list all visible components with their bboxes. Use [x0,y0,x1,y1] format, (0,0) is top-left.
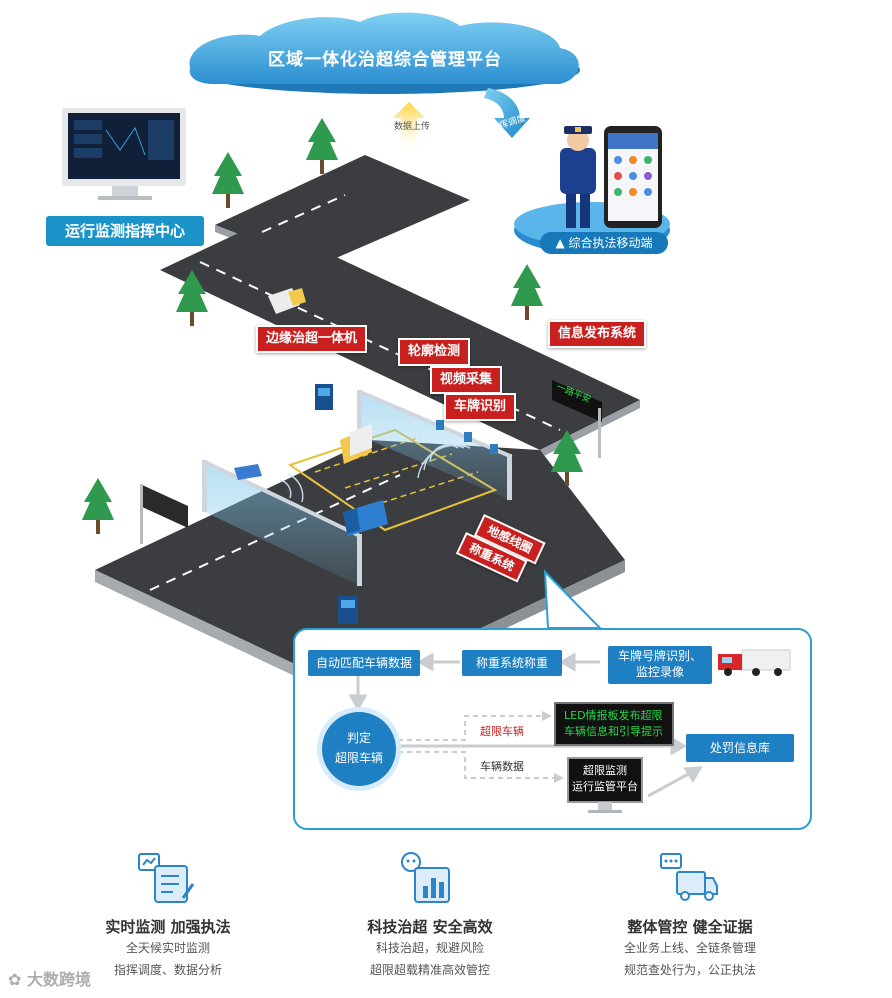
auto-match-step: 自动匹配车辆数据 [308,650,420,676]
feature-title: 科技治超 安全高效 [367,918,493,936]
checklist-icon [48,850,288,910]
led-sign [552,380,602,458]
led-release-panel: LED情报板发布超限 车辆信息和引导提示 [554,702,674,746]
feature-line: 规范查处行为，公正执法 [623,963,756,977]
feature-line: 指挥调度、数据分析 [113,963,222,977]
billboard [140,484,188,544]
feature-line: 全天候实时监测 [125,941,210,955]
watermark-text: 大数跨境 [26,970,91,989]
monitor-line2: 运行监管平台 [572,780,638,793]
sensor-waves [279,444,471,503]
truck-blue [343,500,388,536]
trees [82,118,583,534]
tag-video: 视频采集 [430,366,503,394]
vehicle-data-label: 车辆数据 [480,760,524,773]
feature-title: 实时监测 加强执法 [105,918,231,936]
weigh-step: 称重系统称重 [462,650,562,676]
truck-white [268,288,306,314]
feature-tech: 科技治超 安全高效 科技治超，规避风险 超限超载精准高效管控 [310,850,550,981]
feature-realtime: 实时监测 加强执法 全天候实时监测 指挥调度、数据分析 [48,850,288,981]
truck-icon [570,850,810,910]
feature-control: 整体管控 健全证据 全业务上线、全链条管理 规范查处行为，公正执法 [570,850,810,981]
judge-line1: 判定 [346,731,371,745]
mobile-label-text: 综合执法移动端 [568,236,653,250]
roadside-cabinet [338,596,358,624]
car-blue [234,464,262,480]
command-center-label: 运行监测指挥中心 [46,216,204,246]
command-monitor [62,108,186,200]
tag-contour: 轮廓检测 [398,338,471,366]
led-line2: 车辆信息和引导提示 [564,725,663,738]
monitor-platform-text: 超限监测 运行监管平台 [570,763,640,795]
led-line1: LED情报板发布超限 [564,709,663,722]
watermark: ✿ 大数跨境 [8,970,91,989]
tag-info-release: 信息发布系统 [548,320,647,348]
tag-edge-machine: 边缘治超一体机 [256,325,368,353]
plate-capture-line1: 车牌号牌识别、 [617,649,702,663]
detection-gate-far [357,390,512,500]
feature-line: 超限超载精准高效管控 [369,963,490,977]
upload-arrow [393,102,425,156]
feature-line: 科技治超，规避风险 [375,941,484,955]
platform-title: 区域一体化治超综合管理平台 [268,50,502,70]
monitor-line1: 超限监测 [583,764,627,777]
plate-capture-step: 车牌号牌识别、 监控录像 [608,646,712,684]
feature-line: 全业务上线、全链条管理 [623,941,756,955]
edge-kiosk [315,384,333,410]
cloud-shape [189,12,580,94]
truck-yellow [340,424,372,464]
penalty-db-step: 处罚信息库 [686,734,794,762]
tag-plate: 车牌识别 [444,393,517,421]
judge-line2: 超限车辆 [334,751,383,765]
judge-overlimit-node: 判定 超限车辆 [322,712,396,786]
detection-gate-near [202,460,362,586]
upload-label: 数据上传 [394,122,431,132]
overlimit-label: 超限车辆 [480,725,524,738]
mobile-label: ▲ 综合执法移动端 [540,232,668,254]
bar-chart-icon [310,850,550,910]
dispatch-arrow [484,88,530,138]
plate-capture-line2: 监控录像 [635,665,684,679]
feature-title: 整体管控 健全证据 [627,918,753,936]
